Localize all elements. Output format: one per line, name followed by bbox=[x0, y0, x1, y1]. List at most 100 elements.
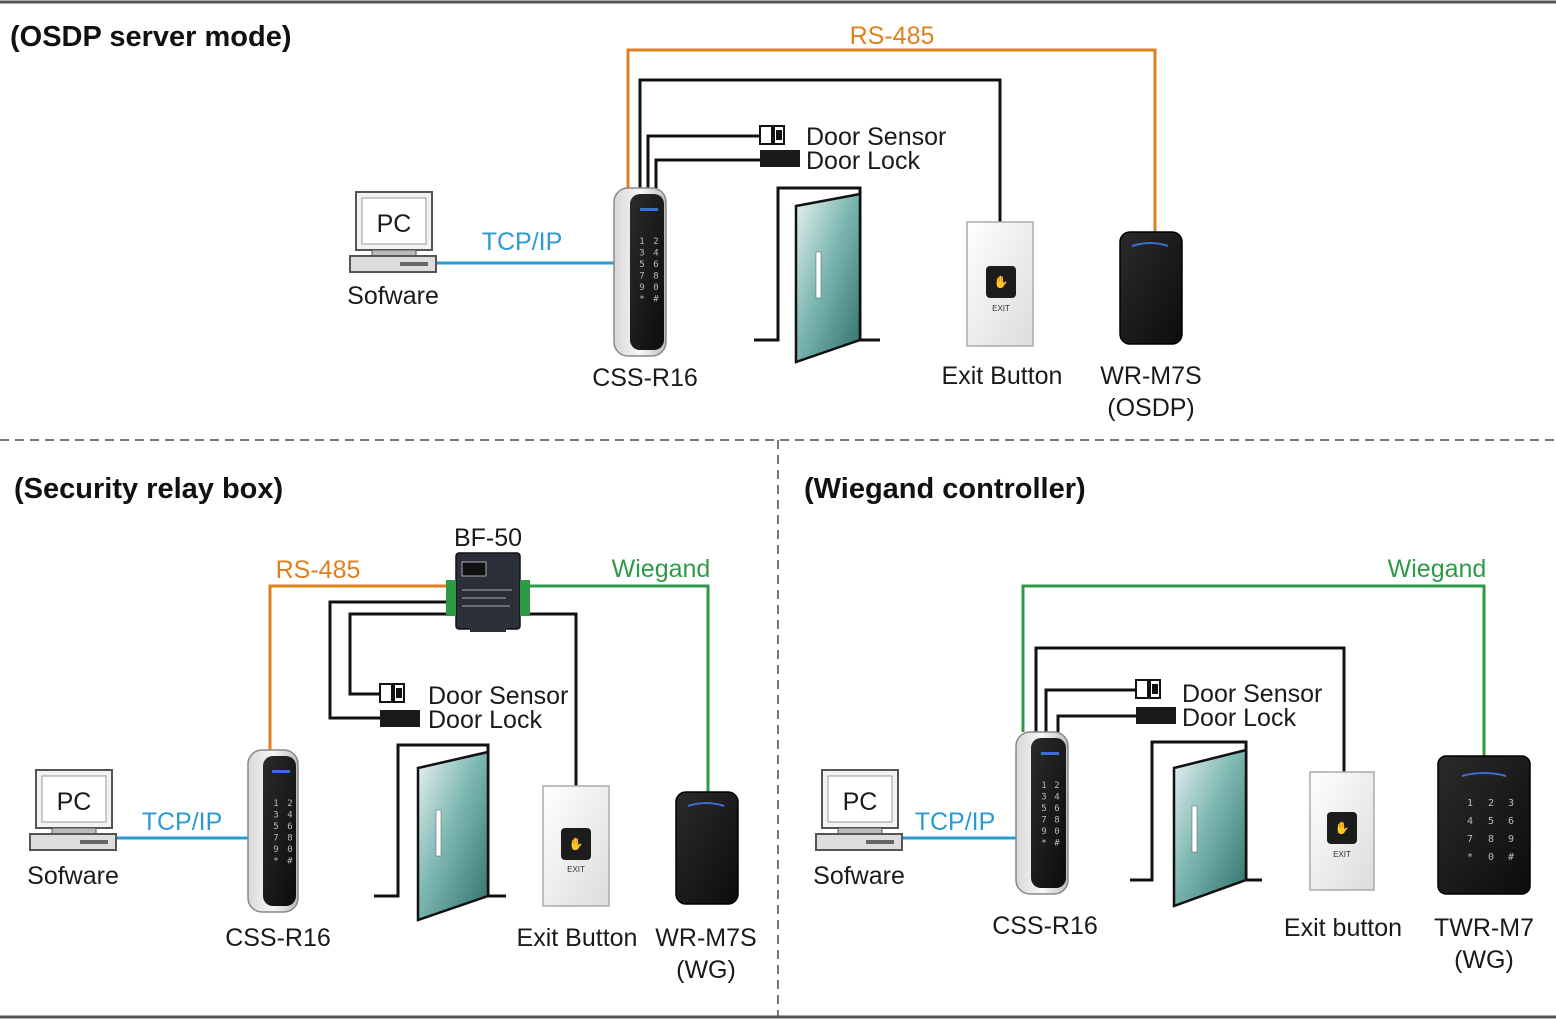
pc-label: PC bbox=[843, 788, 878, 816]
wiegand-label: Wiegand bbox=[612, 555, 711, 583]
exit-button-icon: ✋ EXIT bbox=[1309, 771, 1375, 891]
section-wiegand-controller: (Wiegand controller) Wiegand TCP/IP PC S… bbox=[804, 473, 1534, 974]
keypad-key: 8 bbox=[1488, 834, 1494, 845]
door-lock-icon bbox=[380, 710, 420, 727]
rs485-wire bbox=[268, 584, 446, 750]
keypad-key: 4 bbox=[287, 811, 292, 821]
software-label: Sofware bbox=[813, 862, 905, 890]
keypad-key: 1 bbox=[639, 237, 644, 247]
keypad-key: * bbox=[1467, 852, 1473, 863]
exit-button-label: Exit button bbox=[1284, 914, 1402, 942]
door-sensor-icon bbox=[1135, 679, 1161, 699]
keypad-key: 7 bbox=[1467, 834, 1473, 845]
keypad-key: # bbox=[287, 857, 293, 867]
keypad-key: 7 bbox=[1041, 816, 1046, 826]
controller-label: CSS-R16 bbox=[225, 924, 331, 952]
exit-button-icon: ✋ EXIT bbox=[966, 221, 1034, 347]
door-sensor-wire bbox=[1044, 688, 1136, 732]
door-sensor-label: Door Sensor bbox=[428, 682, 568, 710]
door-lock-wire bbox=[328, 600, 446, 720]
keypad-key: # bbox=[653, 295, 659, 305]
keypad-key: # bbox=[1054, 839, 1060, 849]
keypad-key: 1 bbox=[1467, 798, 1473, 809]
exit-button-wire bbox=[1034, 646, 1346, 772]
tcpip-label: TCP/IP bbox=[915, 808, 996, 836]
door-lock-icon bbox=[1136, 707, 1176, 724]
reader-label: WR-M7S bbox=[1100, 362, 1201, 390]
card-reader-icon bbox=[675, 791, 739, 905]
keypad-key: * bbox=[639, 295, 644, 305]
software-label: Sofware bbox=[27, 862, 119, 890]
exit-button-icon: ✋ EXIT bbox=[542, 785, 610, 907]
door-lock-label: Door Lock bbox=[806, 147, 920, 175]
keypad-key: 4 bbox=[1467, 816, 1473, 827]
keypad-key: 3 bbox=[273, 811, 278, 821]
keypad-key: 0 bbox=[1054, 827, 1059, 837]
keypad-key: 5 bbox=[639, 260, 644, 270]
keypad-key: 5 bbox=[273, 822, 278, 832]
keypad-key: 6 bbox=[1054, 804, 1059, 814]
keypad-key: 8 bbox=[287, 834, 292, 844]
section-title: (OSDP server mode) bbox=[10, 21, 292, 53]
keypad-key: 1 bbox=[1041, 781, 1046, 791]
reader-label: WR-M7S bbox=[655, 924, 756, 952]
keypad-key: 8 bbox=[1054, 816, 1059, 826]
exit-text: EXIT bbox=[992, 304, 1010, 313]
exit-text: EXIT bbox=[1333, 850, 1351, 859]
keypad-key: 0 bbox=[1488, 852, 1494, 863]
keypad-key: 3 bbox=[1508, 798, 1514, 809]
keypad-key: 9 bbox=[1508, 834, 1514, 845]
door-sensor-label: Door Sensor bbox=[1182, 680, 1322, 708]
door-sensor-icon bbox=[379, 683, 405, 703]
door-icon bbox=[1130, 740, 1262, 908]
keypad-key: 4 bbox=[1054, 793, 1059, 803]
software-label: Sofware bbox=[347, 282, 439, 310]
keypad-key: * bbox=[1041, 839, 1046, 849]
keypad-key: 9 bbox=[273, 845, 278, 855]
wiegand-label: Wiegand bbox=[1388, 555, 1487, 583]
reader-protocol-label: (WG) bbox=[676, 956, 736, 984]
keypad-key: # bbox=[1508, 852, 1514, 863]
tcpip-label: TCP/IP bbox=[142, 808, 223, 836]
keypad-key: 2 bbox=[653, 237, 658, 247]
section-osdp-server-mode: (OSDP server mode) RS-485 TCP/IP PC Sofw… bbox=[10, 21, 1202, 422]
exit-button-wire bbox=[526, 612, 578, 786]
rs485-wire bbox=[626, 48, 1157, 235]
section-security-relay-box: (Security relay box) RS-485 Wiegand TCP/… bbox=[14, 473, 757, 984]
rs485-label: RS-485 bbox=[276, 556, 361, 584]
svg-text:✋: ✋ bbox=[569, 837, 584, 851]
svg-text:✋: ✋ bbox=[994, 275, 1009, 289]
keypad-key: 5 bbox=[1041, 804, 1046, 814]
pc-icon bbox=[29, 769, 117, 851]
door-sensor-label: Door Sensor bbox=[806, 123, 946, 151]
keypad-key: 6 bbox=[653, 260, 658, 270]
card-reader-icon bbox=[1119, 231, 1183, 345]
keypad-key: 5 bbox=[1488, 816, 1494, 827]
keypad-key: 2 bbox=[1488, 798, 1494, 809]
keypad-key: 0 bbox=[653, 283, 658, 293]
section-title: (Security relay box) bbox=[14, 473, 283, 505]
door-lock-wire bbox=[654, 158, 760, 188]
wiegand-wire bbox=[526, 584, 710, 795]
reader-protocol-label: (WG) bbox=[1454, 946, 1514, 974]
controller-label: CSS-R16 bbox=[592, 364, 698, 392]
door-sensor-icon bbox=[759, 125, 785, 145]
door-lock-label: Door Lock bbox=[1182, 704, 1296, 732]
door-sensor-wire bbox=[348, 612, 446, 696]
keypad-key: 7 bbox=[639, 272, 644, 282]
door-lock-icon bbox=[760, 150, 800, 167]
keypad-key: 1 bbox=[273, 799, 278, 809]
section-title: (Wiegand controller) bbox=[804, 473, 1086, 505]
door-icon bbox=[754, 186, 880, 364]
exit-button-label: Exit Button bbox=[517, 924, 638, 952]
pc-icon bbox=[349, 191, 437, 273]
pc-icon bbox=[815, 769, 903, 851]
reader-label: TWR-M7 bbox=[1434, 914, 1534, 942]
